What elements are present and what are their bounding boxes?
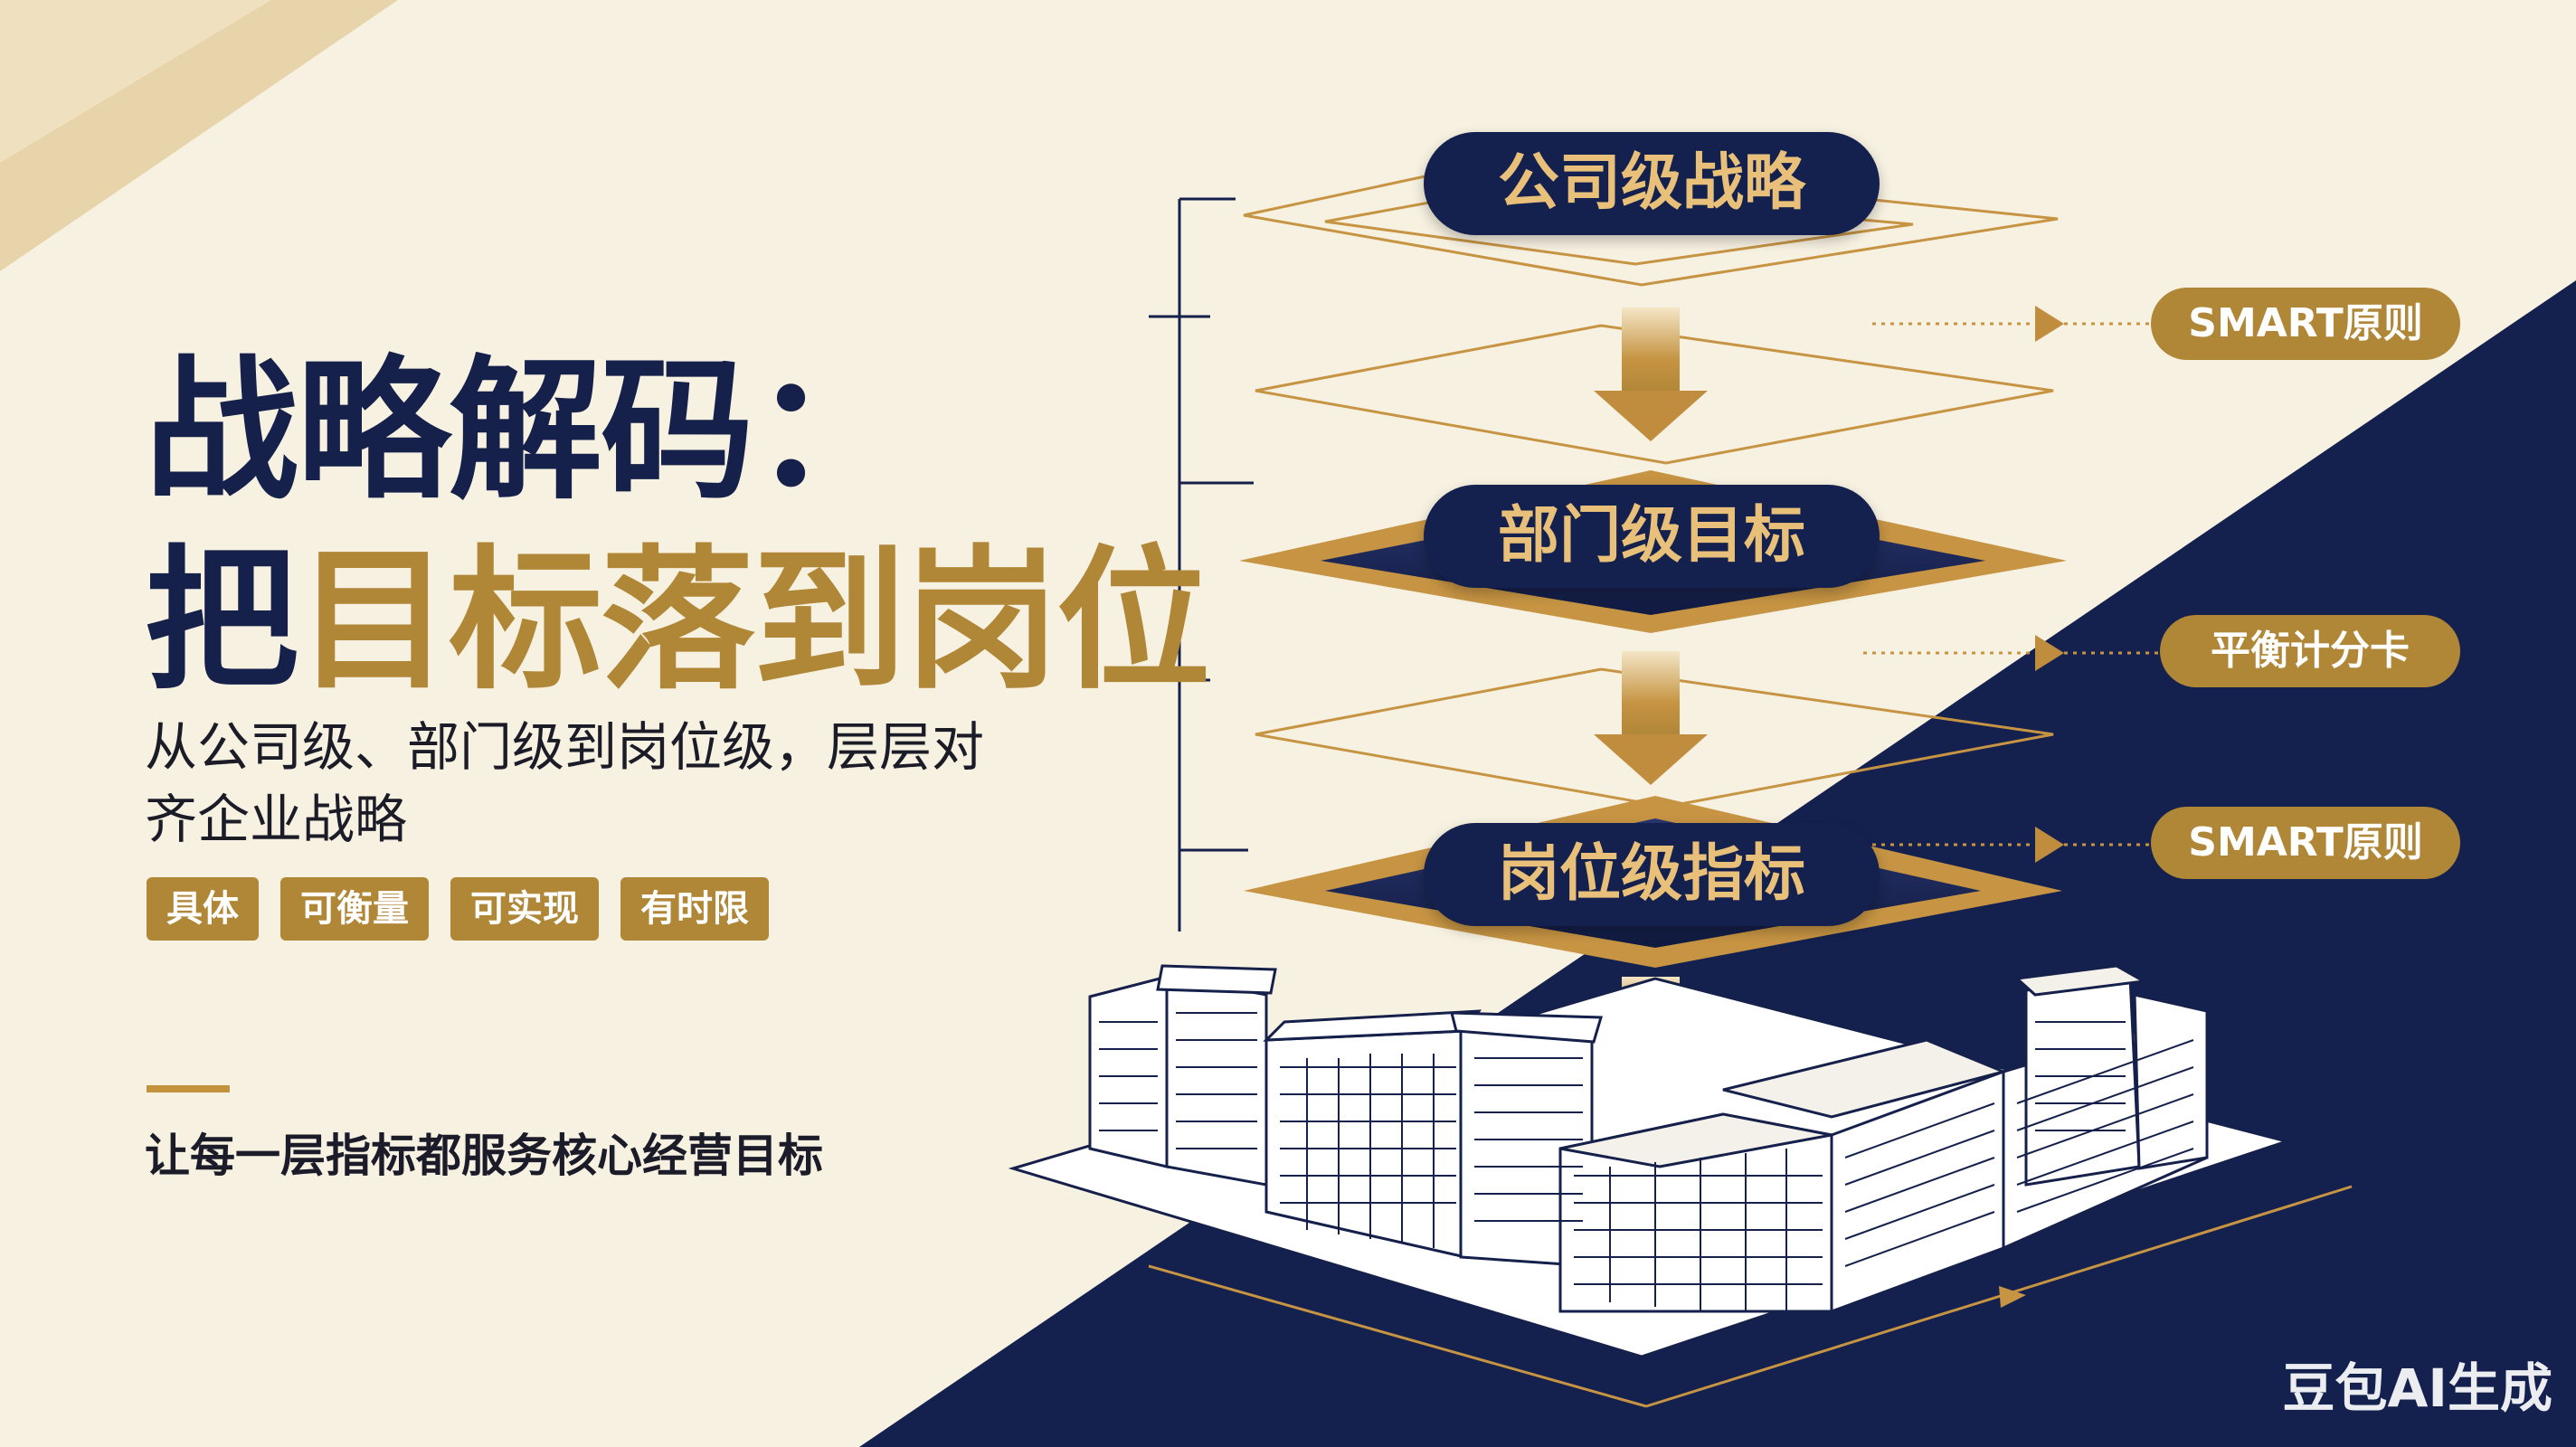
tag-specific: 具体 xyxy=(147,877,259,941)
main-title-prefix: 把 xyxy=(145,532,298,711)
accent-divider xyxy=(147,1085,230,1092)
tag-time-bound: 有时限 xyxy=(620,877,769,941)
main-title-line2: 把目标落到岗位 xyxy=(145,544,1210,698)
tag-achievable: 可实现 xyxy=(450,877,599,941)
level-department-goal: 部门级目标 xyxy=(1424,485,1880,588)
bottom-note: 让每一层指标都服务核心经营目标 xyxy=(145,1130,823,1182)
main-title-line1: 战略解码： xyxy=(145,342,906,521)
level-company-strategy: 公司级战略 xyxy=(1424,132,1880,235)
down-arrow-2 xyxy=(1594,651,1708,785)
side-label-balanced-scorecard: 平衡计分卡 xyxy=(2160,615,2460,687)
ground-arrow xyxy=(1148,1185,2353,1408)
side-label-smart-2: SMART原则 xyxy=(2151,807,2460,879)
connector-3 xyxy=(1872,827,2153,863)
connector-1 xyxy=(1872,306,2153,342)
hierarchy-bracket xyxy=(1149,197,1254,932)
subtitle: 从公司级、部门级到岗位级，层层对齐企业战略 xyxy=(145,716,985,850)
gold-corner-highlight xyxy=(0,0,271,163)
building-windows xyxy=(1099,1012,2194,1311)
principle-tags: 具体 可衡量 可实现 有时限 xyxy=(147,877,769,941)
down-arrow-1 xyxy=(1594,307,1708,441)
side-label-smart-1: SMART原则 xyxy=(2151,288,2460,360)
plane-company-lower xyxy=(1255,324,2054,465)
plane-department-lower xyxy=(1255,667,2054,809)
tag-measurable: 可衡量 xyxy=(280,877,429,941)
main-title-highlight: 目标落到岗位 xyxy=(297,532,1210,711)
connector-2 xyxy=(1863,635,2162,671)
watermark: 豆包AI生成 xyxy=(2282,1357,2552,1419)
level-position-indicator: 岗位级指标 xyxy=(1424,823,1880,926)
